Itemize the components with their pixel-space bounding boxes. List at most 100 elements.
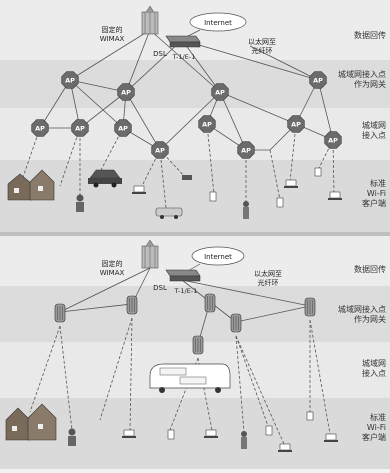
ap-node-12: AP bbox=[324, 131, 342, 149]
t1-label: T-1/E-1 bbox=[172, 53, 196, 61]
ap-octagon-icon bbox=[31, 119, 49, 137]
t1-label-2: T-1/E-1 bbox=[174, 287, 198, 295]
client-links bbox=[21, 123, 335, 209]
ap-label: AP bbox=[291, 121, 301, 129]
laptop-icon-b3 bbox=[278, 443, 292, 452]
house-icon-2 bbox=[5, 403, 57, 441]
dsl-label: DSL bbox=[153, 50, 167, 58]
ap-label: AP bbox=[75, 125, 85, 133]
band-label-gateway: 城域网接入点作为网关 bbox=[338, 69, 386, 89]
ethernet-label: 以太网至光纤环 bbox=[248, 37, 276, 55]
ap-label: AP bbox=[241, 147, 251, 155]
pda-icon bbox=[314, 167, 322, 177]
person-laptop-icon-2 bbox=[68, 428, 76, 446]
tablet-icon bbox=[276, 197, 284, 208]
tower-ap-nodes bbox=[54, 293, 316, 355]
ap-octagon-icon bbox=[151, 141, 169, 159]
band-backhaul bbox=[0, 0, 390, 60]
dsl-modem-icon-2 bbox=[165, 269, 201, 282]
ap-node-8: AP bbox=[198, 115, 216, 133]
laptop-icon-2 bbox=[284, 179, 298, 188]
laptop-icon-3 bbox=[328, 191, 342, 200]
ap-node-5: AP bbox=[31, 119, 49, 137]
tower-ap-icon-2 bbox=[126, 295, 138, 315]
ap-octagon-icon bbox=[237, 141, 255, 159]
internet-cloud-icon-2 bbox=[191, 246, 245, 266]
person-walking-icon bbox=[243, 201, 249, 219]
ap-label: AP bbox=[155, 147, 165, 155]
ap-node-2: AP bbox=[117, 83, 135, 101]
band-label-access: 城域网接入点 bbox=[362, 120, 386, 140]
band-clients-2 bbox=[0, 398, 390, 469]
band-gateway bbox=[0, 60, 390, 108]
ap-node-10: AP bbox=[151, 141, 169, 159]
ap-node-11: AP bbox=[237, 141, 255, 159]
ap-node-3: AP bbox=[211, 83, 229, 101]
ap-label: AP bbox=[202, 121, 212, 129]
band-label-access-2: 城域网接入点 bbox=[362, 358, 386, 378]
ap-octagon-icon bbox=[211, 83, 229, 101]
ap-node-4: AP bbox=[309, 71, 327, 89]
ap-label: AP bbox=[118, 125, 128, 133]
ap-node-6: AP bbox=[71, 119, 89, 137]
band-label-backhaul: 数据回传 bbox=[354, 30, 386, 40]
band-label-backhaul-2: 数据回传 bbox=[354, 264, 386, 274]
ap-label: AP bbox=[328, 137, 338, 145]
laptop-icon-b4 bbox=[324, 433, 338, 442]
band-label-gateway-2: 城域网接入点作为网关 bbox=[338, 304, 386, 324]
ap-nodes: AP AP AP AP AP AP AP AP AP AP AP AP bbox=[31, 71, 342, 159]
internet-label: Internet bbox=[204, 19, 232, 27]
laptop-icon bbox=[132, 185, 146, 194]
ap-octagon-icon bbox=[114, 119, 132, 137]
camera-icon bbox=[182, 175, 192, 180]
phone-icon-b1 bbox=[167, 429, 175, 440]
panel-divider bbox=[0, 232, 390, 236]
ap-octagon-icon bbox=[309, 71, 327, 89]
ethernet-label-2: 以太网至光纤环 bbox=[254, 269, 282, 287]
dsl-label-2: DSL bbox=[153, 284, 167, 292]
ap-label: AP bbox=[215, 89, 225, 97]
tower-ap-icon-4 bbox=[304, 297, 316, 317]
laptop-icon-b1 bbox=[122, 429, 136, 438]
pda-icon-b1 bbox=[306, 411, 314, 421]
person-laptop-icon bbox=[76, 194, 84, 212]
tower-ap-icon-3 bbox=[204, 293, 216, 313]
laptop-icon-b2 bbox=[204, 429, 218, 438]
ap-label: AP bbox=[121, 89, 131, 97]
wimax-tower-icon bbox=[141, 5, 159, 35]
ap-octagon-icon bbox=[117, 83, 135, 101]
wimax-tower-icon-2 bbox=[141, 239, 159, 269]
ap-node-7: AP bbox=[114, 119, 132, 137]
backhaul-links bbox=[69, 29, 319, 93]
vehicle-icon bbox=[155, 207, 183, 219]
ap-octagon-icon bbox=[198, 115, 216, 133]
ap-octagon-icon bbox=[287, 115, 305, 133]
ap-node-9: AP bbox=[287, 115, 305, 133]
internet-label-2: Internet bbox=[204, 253, 232, 261]
ap-octagon-icon bbox=[71, 119, 89, 137]
dsl-modem-icon bbox=[165, 35, 201, 48]
ap-label: AP bbox=[35, 125, 45, 133]
tower-ap-icon-5 bbox=[230, 313, 242, 333]
bus-icon bbox=[149, 363, 231, 393]
internet-cloud-icon bbox=[189, 12, 247, 32]
ap-label: AP bbox=[313, 77, 323, 85]
tablet-icon-b1 bbox=[265, 425, 273, 436]
car-icon bbox=[88, 169, 122, 188]
phone-icon bbox=[209, 191, 217, 202]
ap-octagon-icon bbox=[324, 131, 342, 149]
tower-ap-icon-6 bbox=[192, 335, 204, 355]
ap-label: AP bbox=[65, 77, 75, 85]
house-icon bbox=[7, 169, 55, 201]
ap-octagon-icon bbox=[61, 71, 79, 89]
person-walking-icon-2 bbox=[241, 431, 247, 449]
tower-ap-icon-1 bbox=[54, 303, 66, 323]
ap-node-1: AP bbox=[61, 71, 79, 89]
